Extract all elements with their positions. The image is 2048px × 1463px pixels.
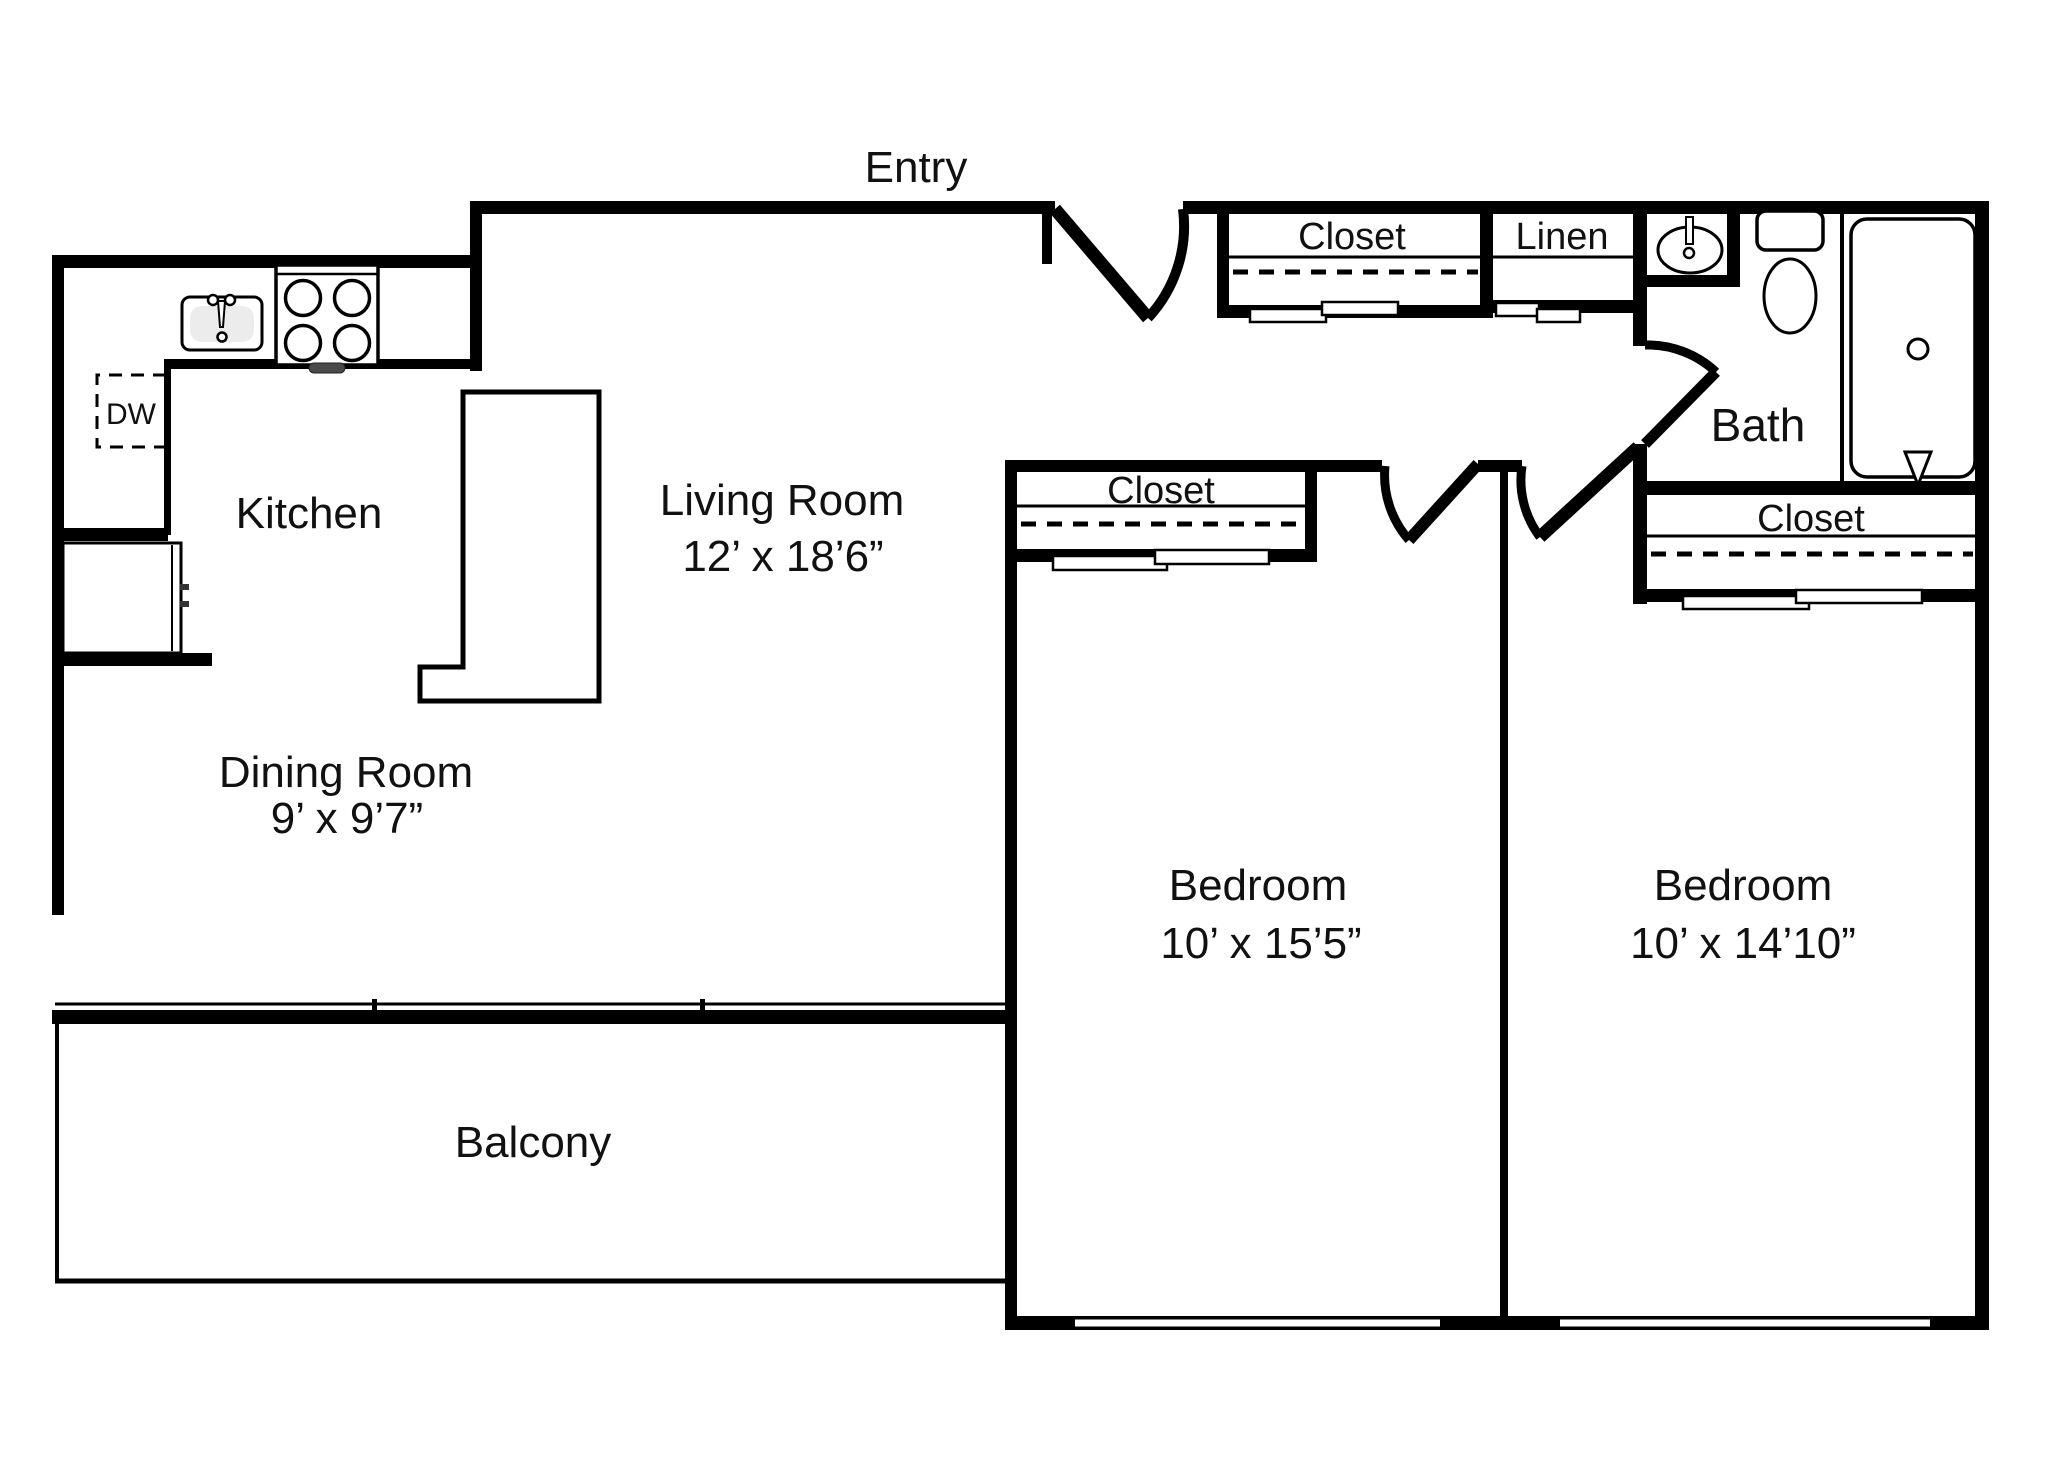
- living-room-label: Living Room: [660, 476, 905, 525]
- bedroom1-dimensions: 10’ x 15’5”: [1160, 919, 1361, 968]
- bedroom2-door-leaf: [1535, 442, 1643, 542]
- dishwasher-outline: [95, 373, 166, 449]
- wall-bath-west-lower: [1633, 444, 1647, 604]
- bedroom1-door-arc: [1380, 465, 1413, 543]
- wall-closet1-top: [1005, 460, 1382, 472]
- wall-right: [1975, 201, 1989, 1330]
- dishwasher-label: DW: [106, 398, 157, 431]
- fridge-handle: [180, 584, 189, 590]
- wall-fridge-stub: [52, 653, 212, 666]
- wall-bathsink-bottom: [1640, 275, 1740, 287]
- window-gap: [1075, 1317, 1440, 1329]
- room-labels: Entry Closet Linen Bath Closet Closet Ki…: [219, 143, 1865, 1167]
- wall-kitchen-top: [52, 255, 482, 268]
- window-gap: [1560, 1317, 1930, 1329]
- kitchen-fixtures: DW: [61, 263, 602, 704]
- wall-balcony-top: [52, 1010, 1010, 1024]
- linen-closet-label: Linen: [1516, 216, 1609, 258]
- stove-icon: [274, 263, 380, 374]
- bedroom2-door-arc: [1516, 465, 1544, 540]
- wall-entry-jamb: [1042, 214, 1052, 264]
- bathroom-sink-icon: [1656, 216, 1724, 275]
- bathtub-icon: [1849, 217, 1977, 490]
- bath-label: Bath: [1711, 399, 1806, 451]
- pantry-counter-icon: [417, 389, 602, 704]
- balcony-door-tick-2: [700, 999, 705, 1011]
- bath-door-icon: [1641, 340, 1720, 448]
- linen-slider-right: [1535, 307, 1582, 324]
- entry-door-icon: [1050, 204, 1190, 323]
- closet1-slider-right: [1153, 548, 1271, 566]
- stove-handle: [308, 362, 346, 374]
- bath-fixtures: [1656, 209, 1977, 490]
- refrigerator-icon: [61, 541, 189, 655]
- bedroom2-closet-label: Closet: [1757, 498, 1865, 540]
- bedroom1-door-icon: [1380, 459, 1483, 545]
- balcony-door-tick-1: [372, 999, 377, 1011]
- dishwasher-icon: DW: [95, 373, 166, 449]
- toilet-icon: [1755, 209, 1825, 335]
- thin-lines: [55, 207, 1975, 1330]
- bedroom2-door-icon: [1516, 442, 1643, 542]
- closet1-slider-left: [1051, 554, 1169, 572]
- bedroom1-label: Bedroom: [1169, 861, 1348, 910]
- living-room-dimensions: 12’ x 18’6”: [682, 532, 883, 581]
- wall-counter-return: [164, 359, 171, 535]
- wall-living-top: [470, 201, 1055, 214]
- wall-under-counter: [52, 528, 168, 541]
- bedroom1-window: [1075, 1316, 1440, 1330]
- entry-door-leaf: [1050, 204, 1153, 323]
- entry-door-arc: [1144, 208, 1190, 322]
- bedroom1-closet-label: Closet: [1107, 470, 1215, 512]
- swing-doors: [1050, 204, 1720, 545]
- balcony-label: Balcony: [455, 1118, 612, 1167]
- closet2-slider-left: [1681, 594, 1811, 611]
- wall-bath-west-upper: [1633, 201, 1647, 346]
- wall-entry-closet-left: [1217, 201, 1229, 317]
- entry-closet-slider-left: [1248, 307, 1328, 324]
- kitchen-label: Kitchen: [236, 489, 383, 538]
- entry-closet-slider-right: [1320, 300, 1400, 317]
- wall-top-right: [1183, 201, 1989, 214]
- dining-room-dimensions: 9’ x 9’7”: [271, 794, 423, 843]
- sliding-doors: [1051, 300, 1924, 611]
- bedroom1-door-leaf: [1404, 459, 1483, 545]
- dining-room-label: Dining Room: [219, 748, 473, 797]
- bedroom2-label: Bedroom: [1654, 861, 1833, 910]
- closet2-slider-right: [1794, 588, 1924, 605]
- kitchen-sink-icon: [180, 293, 264, 352]
- linen-slider-left: [1494, 301, 1541, 318]
- bath-door-arc: [1644, 340, 1720, 376]
- wall-bath-bottom: [1633, 481, 1989, 495]
- wall-closet1-right: [1305, 460, 1317, 561]
- bedroom2-dimensions: 10’ x 14’10”: [1630, 919, 1856, 968]
- wall-bathsink-right: [1727, 201, 1740, 287]
- fridge-handle: [180, 601, 189, 607]
- wall-kitchen-step: [470, 201, 482, 371]
- entry-label: Entry: [865, 143, 968, 192]
- entry-closet-label: Closet: [1298, 216, 1406, 258]
- wall-entry-closet-right: [1480, 201, 1493, 312]
- wall-left: [52, 255, 64, 915]
- wall-between-bedrooms: [1500, 464, 1508, 1330]
- wall-bedroom1-west: [1005, 460, 1017, 1330]
- bath-door-leaf: [1641, 368, 1720, 448]
- bedroom2-window: [1560, 1316, 1930, 1330]
